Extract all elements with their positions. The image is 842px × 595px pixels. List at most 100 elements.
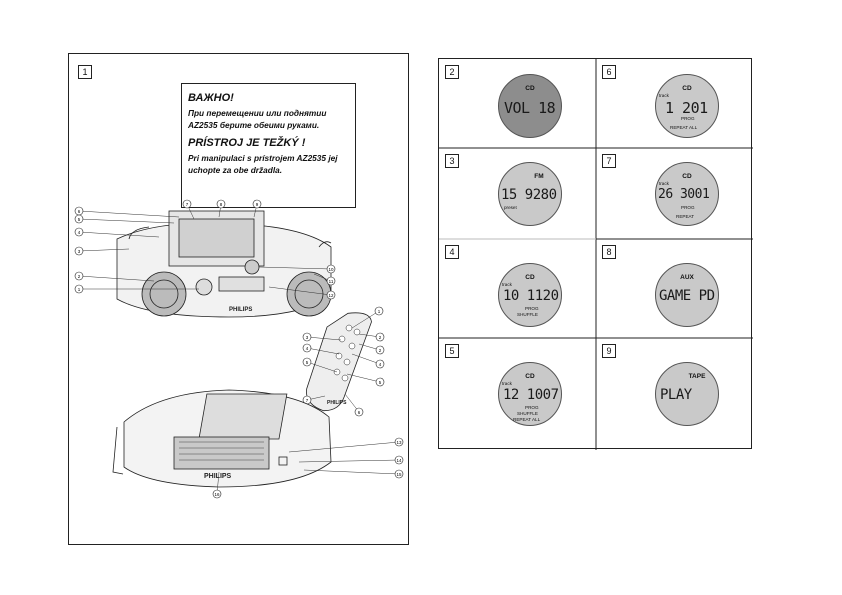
boombox-top-brand: PHILIPS: [204, 473, 232, 480]
callout-9: 9: [252, 199, 262, 209]
callout-16: 16: [212, 489, 222, 499]
svg-text:16: 16: [214, 492, 220, 497]
callout-15: 15: [394, 469, 404, 479]
callout-2: 2: [375, 332, 385, 342]
svg-text:6: 6: [358, 410, 361, 415]
figure-number: 4: [445, 245, 459, 259]
lcd-shuffle: SHUFFLE: [517, 411, 538, 416]
lcd-source: TAPE: [688, 373, 706, 380]
callout-3: 3: [74, 246, 84, 256]
callout-12: 12: [326, 290, 336, 300]
callout-1: 1: [74, 284, 84, 294]
callout-2: 2: [74, 271, 84, 281]
callout-1: 1: [374, 306, 384, 316]
lcd-prog: PROG: [681, 205, 695, 210]
lcd-repeat: REPEAT ALL: [513, 417, 541, 422]
figure-number: 3: [445, 154, 459, 168]
lcd-display: CD track 1 201 PROG REPEAT ALL: [655, 74, 719, 138]
svg-text:6: 6: [78, 209, 81, 214]
remote-control-drawing: PHILIPS 1 2 2 4 5 3 4 5 7 6: [302, 306, 385, 417]
callout-5: 5: [74, 214, 84, 224]
lcd-shuffle: SHUFFLE: [517, 312, 538, 317]
lcd-display: CD VOL 18: [498, 74, 562, 138]
figure-3-cell: 3 FM 15 9280 preset: [439, 148, 596, 239]
callout-7: 7: [182, 199, 192, 209]
callout-10: 10: [326, 264, 336, 274]
svg-text:14: 14: [396, 458, 402, 463]
lcd-main-text: 15 9280: [501, 187, 557, 203]
callout-6: 6: [74, 206, 84, 216]
svg-text:4: 4: [78, 230, 81, 235]
grid-lines: [439, 59, 753, 450]
lcd-prog: PROG: [525, 405, 539, 410]
lcd-repeat: REPEAT: [676, 214, 695, 219]
lcd-track-label: track: [659, 181, 669, 186]
svg-text:4: 4: [306, 346, 309, 351]
figure-number: 6: [602, 65, 616, 79]
callout-6: 6: [354, 407, 364, 417]
svg-text:1: 1: [378, 309, 381, 314]
callout-14: 14: [394, 455, 404, 465]
svg-text:1: 1: [78, 287, 81, 292]
lcd-main-text: 1 201: [665, 99, 708, 117]
lcd-source: CD: [525, 274, 535, 281]
svg-text:12: 12: [328, 293, 334, 298]
lcd-source: FM: [534, 173, 544, 180]
svg-text:8: 8: [220, 202, 223, 207]
figure-2-cell: 2 CD VOL 18: [439, 59, 596, 148]
lcd-track-label: track: [502, 282, 512, 287]
lcd-source: CD: [525, 373, 535, 380]
figure-4-cell: 4 CD track 10 1120 PROG SHUFFLE: [439, 239, 596, 338]
lcd-main-text: PLAY: [660, 387, 692, 403]
svg-text:11: 11: [329, 279, 334, 284]
svg-text:7: 7: [306, 398, 309, 403]
svg-text:5: 5: [306, 360, 309, 365]
svg-text:4: 4: [379, 362, 382, 367]
callout-5: 5: [302, 357, 312, 367]
lcd-track-label: track: [659, 93, 669, 98]
figure-number: 8: [602, 245, 616, 259]
lcd-preset-label: preset: [504, 205, 517, 210]
notice-ru-heading: ВАЖНО!: [188, 92, 234, 104]
figure-7-cell: 7 CD track 26 3001 PROG REPEAT: [596, 148, 753, 239]
callout-2: 2: [375, 345, 385, 355]
svg-text:2: 2: [379, 335, 382, 340]
lcd-display: CD track 12 1007 PROG SHUFFLE REPEAT ALL: [498, 362, 562, 426]
callout-4: 4: [302, 343, 312, 353]
lcd-display: CD track 26 3001 PROG REPEAT: [655, 162, 719, 226]
lcd-source: CD: [525, 85, 535, 92]
lcd-prog: PROG: [681, 116, 695, 121]
figure-number: 1: [78, 65, 92, 79]
lcd-main-text: 26 3001: [658, 187, 710, 202]
callout-5: 5: [375, 377, 385, 387]
lcd-main-text: GAME PD: [659, 288, 715, 304]
figure-8-cell: 8 AUX GAME PD: [596, 239, 753, 338]
lcd-main-text: 10 1120: [503, 288, 559, 304]
lcd-source: AUX: [680, 274, 694, 281]
svg-text:13: 13: [396, 440, 402, 445]
figure-number: 2: [445, 65, 459, 79]
remote-brand: PHILIPS: [327, 400, 347, 406]
svg-text:7: 7: [186, 202, 189, 207]
svg-text:5: 5: [78, 217, 81, 222]
notice-sk-heading: PRÍSTROJ JE TEŽKÝ !: [188, 137, 306, 149]
figure-1-panel: 1 ВАЖНО! При перемещении или поднятии AZ…: [68, 53, 409, 545]
svg-text:3: 3: [78, 249, 81, 254]
callout-4: 4: [375, 359, 385, 369]
figure-6-cell: 6 CD track 1 201 PROG REPEAT ALL: [596, 59, 753, 148]
figure-5-cell: 5 CD track 12 1007 PROG SHUFFLE REPEAT A…: [439, 338, 596, 450]
figure-9-cell: 9 TAPE PLAY: [596, 338, 753, 450]
callout-11: 11: [326, 276, 336, 286]
lcd-display: FM 15 9280 preset: [498, 162, 562, 226]
display-figures-grid: 2 CD VOL 18 6 CD track 1 201 PROG REPEAT…: [438, 58, 753, 450]
svg-text:5: 5: [379, 380, 382, 385]
svg-text:2: 2: [78, 274, 81, 279]
svg-text:3: 3: [306, 335, 309, 340]
svg-text:15: 15: [396, 472, 402, 477]
svg-text:2: 2: [379, 348, 382, 353]
figure-number: 7: [602, 154, 616, 168]
lcd-main-text: 12 1007: [503, 387, 559, 403]
lcd-display: AUX GAME PD: [655, 263, 719, 327]
lcd-prog: PROG: [525, 306, 539, 311]
